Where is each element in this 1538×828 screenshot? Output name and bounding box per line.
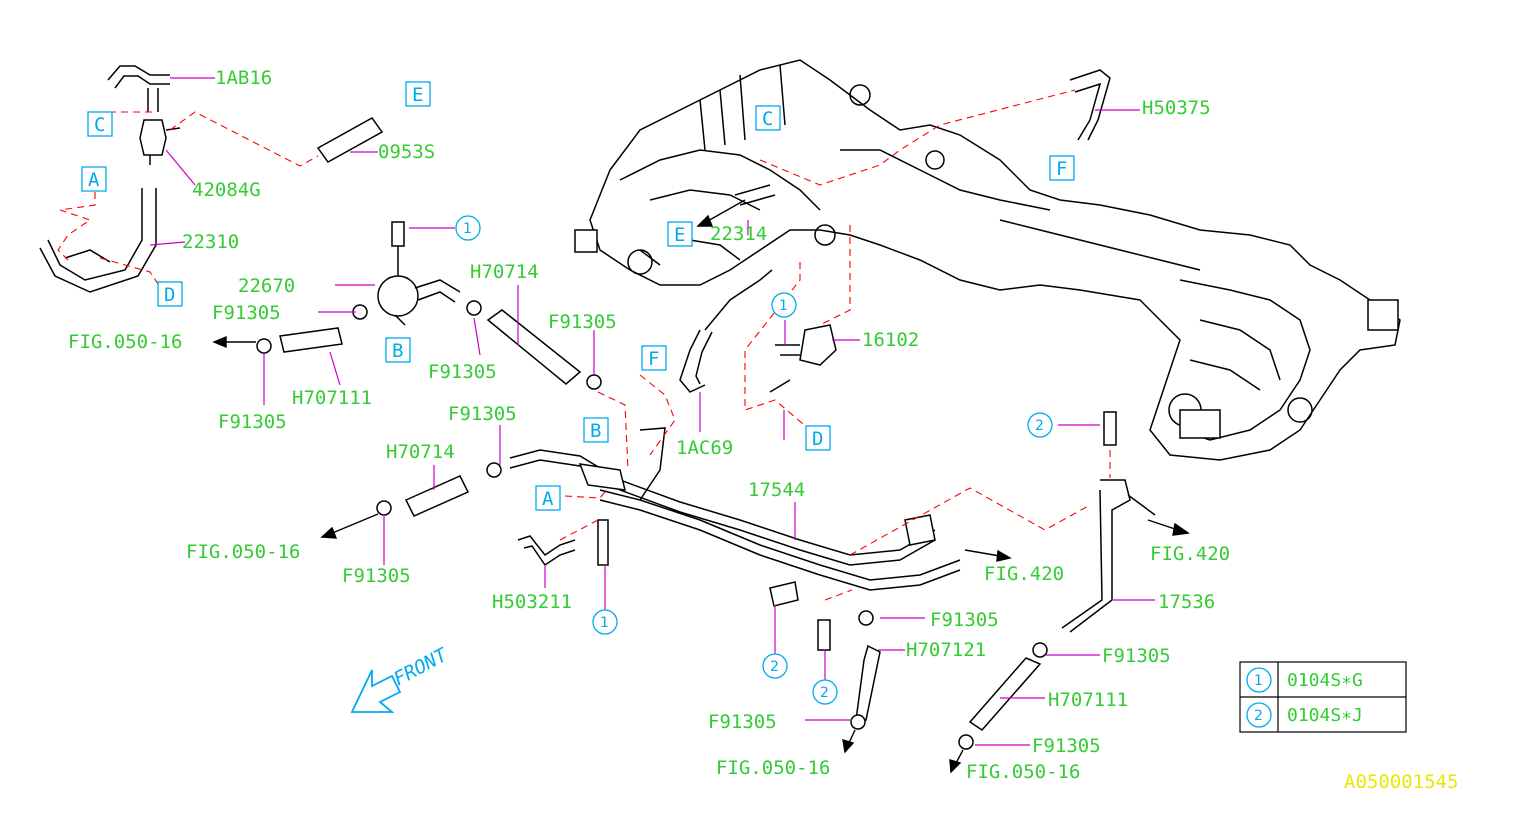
label-H70714-upper: H70714 [470,261,539,283]
letter-boxes: C E A D B C E F F D B A [81,81,1075,511]
label-F91305-j: F91305 [1032,735,1101,757]
label-F91305-d: F91305 [218,411,287,433]
label-1AC69: 1AC69 [676,437,733,459]
arrows [212,199,1190,774]
label-1AB16: 1AB16 [215,67,272,89]
label-F91305-g: F91305 [930,609,999,631]
label-0953S: 0953S [378,141,435,163]
leader-lines [149,77,1155,746]
figure-refs: FIG.050-16 FIG.050-16 FIG.420 FIG.420 FI… [68,331,1230,783]
callout-1-a: 1 [463,221,472,237]
label-F91305-a: F91305 [212,302,281,324]
label-H70714-lower: H70714 [386,441,455,463]
diagram-id: A050001545 [1344,771,1458,793]
callout-1-c: 1 [600,615,609,631]
ref-box-A-mid: A [542,488,554,510]
ref-box-F-mid: F [648,348,659,370]
ref-box-E-top: E [412,84,423,106]
label-22670: 22670 [238,275,295,297]
label-22310: 22310 [182,231,239,253]
ref-box-C-left: C [94,114,105,136]
fig-ref-050-16-c[interactable]: FIG.050-16 [716,757,830,779]
ref-box-C-right: C [762,108,773,130]
callout-2-c: 2 [820,685,829,701]
label-22314: 22314 [710,223,767,245]
fig-ref-420-b[interactable]: FIG.420 [1150,543,1230,565]
legend-num-2: 2 [1254,708,1263,724]
fig-ref-050-16-a[interactable]: FIG.050-16 [68,331,182,353]
hoses [39,65,1156,750]
ref-box-B-left: B [392,340,403,362]
callout-2-b: 2 [770,659,779,675]
label-F91305-i: F91305 [708,711,777,733]
ref-box-B-mid: B [590,420,601,442]
legend-num-1: 1 [1254,673,1263,689]
label-H503211: H503211 [492,591,572,613]
label-H707121: H707121 [906,639,986,661]
legend-code-2: 0104S∗J [1287,705,1363,726]
callout-2-a: 2 [1035,418,1044,434]
label-F91305-b: F91305 [548,311,617,333]
ref-box-F-right: F [1056,158,1067,180]
ref-box-E-right: E [674,224,685,246]
numbered-callouts: 1 1 1 2 2 2 [455,215,1053,705]
label-F91305-f: F91305 [342,565,411,587]
front-indicator: FRONT [350,643,452,713]
callout-1-b: 1 [779,298,788,314]
fig-ref-050-16-b[interactable]: FIG.050-16 [186,541,300,563]
part-labels: 1AB16 0953S 42084G 22310 22670 H70714 F9… [182,67,1215,757]
front-arrow-icon [350,669,402,713]
label-16102: 16102 [862,329,919,351]
fig-ref-050-16-d[interactable]: FIG.050-16 [966,761,1080,783]
label-17544: 17544 [748,479,805,501]
label-F91305-h: F91305 [1102,645,1171,667]
ref-box-D-left: D [164,284,175,306]
intake-manifold [574,59,1401,461]
legend-code-1: 0104S∗G [1287,670,1363,691]
label-F91305-e: F91305 [448,403,517,425]
legend-table: 1 0104S∗G 2 0104S∗J [1239,661,1407,733]
ref-box-A-left: A [88,169,100,191]
label-H707111-left: H707111 [292,387,372,409]
ref-box-D-right: D [812,428,823,450]
label-F91305-c: F91305 [428,361,497,383]
front-label: FRONT [390,643,452,690]
reference-lines [57,89,1111,601]
label-H50375: H50375 [1142,97,1211,119]
fig-ref-420-a[interactable]: FIG.420 [984,563,1064,585]
label-H707111-bottom: H707111 [1048,689,1128,711]
label-17536: 17536 [1158,591,1215,613]
label-42084G: 42084G [192,179,261,201]
